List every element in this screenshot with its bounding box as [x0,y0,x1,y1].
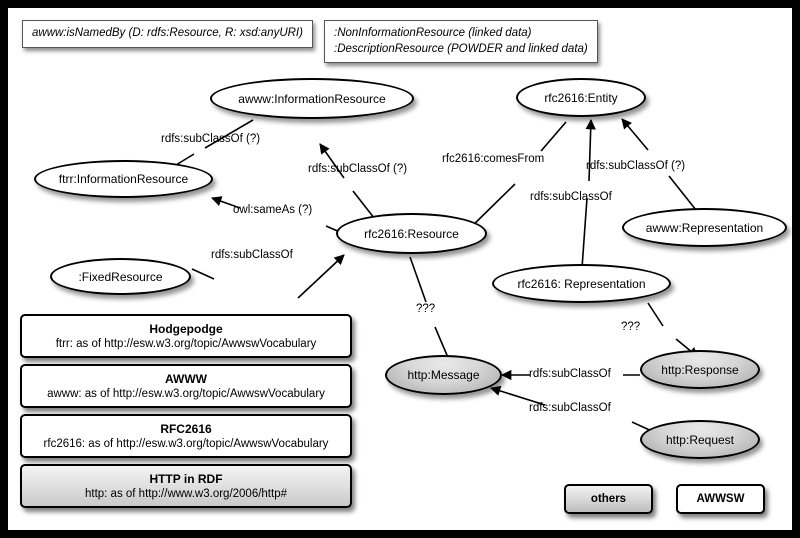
node-http-message[interactable]: http:Message [385,355,502,395]
legend-title: AWWW [165,372,207,386]
edge-rfc-resource-to-awww-ir [320,144,379,224]
node-rfc2616-entity[interactable]: rfc2616:Entity [516,78,646,117]
legend-box-http-in-rdf[interactable]: HTTP in RDF http: as of http://www.w3.or… [20,464,352,508]
legend-box-rfc2616[interactable]: RFC2616 rfc2616: as of http://esw.w3.org… [20,414,352,458]
legend-box-awww[interactable]: AWWW awww: as of http://esw.w3.org/topic… [20,364,352,408]
note-isnamedby: awww:isNamedBy (D: rdfs:Resource, R: xsd… [22,20,313,48]
node-label: http:Response [661,362,739,377]
legend-subtitle: ftrr: as of http://esw.w3.org/topic/Awws… [55,338,317,351]
legend-title: RFC2616 [160,422,212,436]
node-label: http:Request [665,432,735,447]
legend-box-hodgepodge[interactable]: Hodgepodge ftrr: as of http://esw.w3.org… [20,314,352,358]
node-rfc2616-resource[interactable]: rfc2616:Resource [336,213,487,254]
edge-label-rdfs-subclassof-5: rdfs:subClassOf (?) [586,160,686,172]
edge-rfc-representation-to-rfc-entity [582,120,591,269]
edge-rfc-entity-to-rfc-resource [466,121,567,232]
node-ftrr-informationresource[interactable]: ftrr:InformationResource [34,160,213,198]
edge-label-unknown-2: ??? [621,321,641,333]
legend-title: HTTP in RDF [149,472,223,486]
node-label: http:Message [407,368,480,382]
note-resources: :NonInformationResource (linked data) :D… [324,20,598,64]
node-label: ftrr:InformationResource [58,172,189,186]
note-line: awww:isNamedBy (D: rdfs:Resource, R: xsd… [32,27,303,39]
edge-rfc-representation-to-http-response [647,302,698,357]
node-label: :FixedResource [78,269,163,284]
legend-title: Hodgepodge [149,322,223,336]
node-label: rfc2616:Resource [364,226,459,241]
node-label: awww:InformationResource [238,91,386,106]
edge-fixedresource-to-rfc-resource [191,255,344,299]
node-label: rfc2616: Representation [517,276,646,291]
key-chip-others[interactable]: others [564,484,653,514]
node-awww-representation[interactable]: awww:Representation [622,208,787,247]
edge-label-rfc2616-comesfrom: rfc2616:comesFrom [442,153,545,165]
node-http-request[interactable]: http:Request [640,420,760,459]
edge-label-owl-sameas: owl:sameAs (?) [233,204,313,216]
legend-subtitle: http: as of http://www.w3.org/2006/http# [84,488,287,501]
key-chip-awwsw[interactable]: AWWSW [676,484,765,514]
legend-subtitle: awww: as of http://esw.w3.org/topic/Awws… [47,388,325,401]
diagram-inner-area: awww:isNamedBy (D: rdfs:Resource, R: xsd… [8,8,792,530]
node-http-response[interactable]: http:Response [640,350,760,389]
edge-label-rdfs-subclassof-6: rdfs:subClassOf [529,368,611,380]
edge-label-rdfs-subclassof-2: rdfs:subClassOf (?) [308,163,408,175]
edge-layer [8,8,792,434]
node-label: rfc2616:Entity [544,90,618,105]
node-rfc2616-representation[interactable]: rfc2616: Representation [492,264,671,303]
note-line: :DescriptionResource (POWDER and linked … [334,42,588,55]
node-label: awww:Representation [645,220,764,235]
edge-label-rdfs-subclassof-4: rdfs:subClassOf [530,191,612,203]
key-chip-label: AWWSW [696,493,745,505]
node-fixedresource[interactable]: :FixedResource [50,258,191,295]
edge-label-rdfs-subclassof-3: rdfs:subClassOf [211,249,293,261]
edge-label-unknown-1: ??? [416,303,436,315]
edge-label-rdfs-subclassof-1: rdfs:subClassOf (?) [161,133,261,145]
node-awww-informationresource[interactable]: awww:InformationResource [210,78,414,119]
note-line: :NonInformationResource (linked data) [334,27,532,39]
legend-subtitle: rfc2616: as of http://esw.w3.org/topic/A… [43,438,329,451]
key-chip-label: others [590,493,627,505]
edge-label-rdfs-subclassof-7: rdfs:subClassOf [529,402,611,414]
edge-awww-representation-to-rfc-entity [622,119,697,211]
